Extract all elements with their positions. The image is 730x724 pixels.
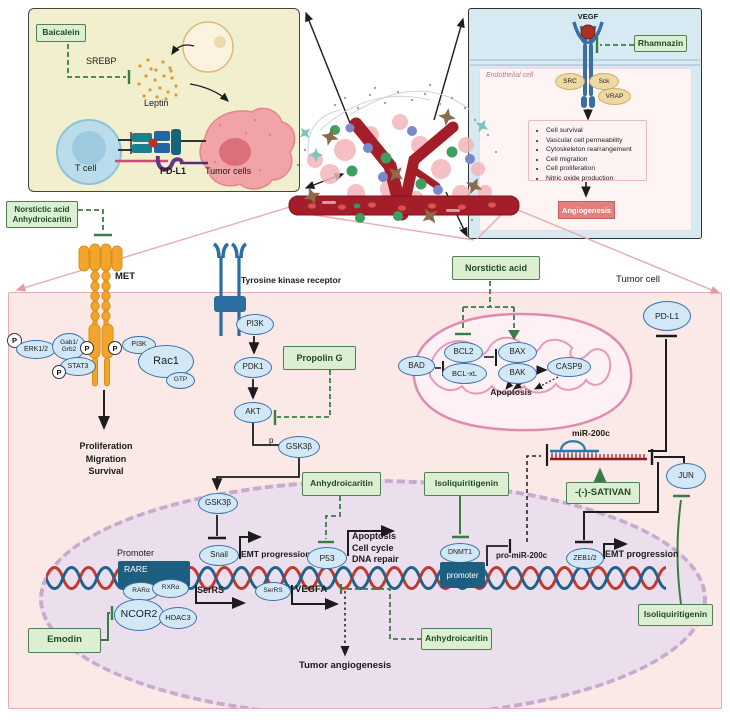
vegf-label: VEGF bbox=[577, 12, 599, 21]
p53-outcome-line: DNA repair bbox=[352, 554, 399, 564]
gsk3b-cyto-oval: GSK3β bbox=[278, 436, 320, 458]
pdl1-synapse-label: PD-L1 bbox=[160, 166, 187, 176]
akt-oval: AKT bbox=[234, 402, 272, 423]
mir200c-label: miR-200c bbox=[572, 428, 610, 438]
pro-mir200c-label: pro-miR-200c bbox=[496, 551, 548, 560]
emodin-box: Emodin bbox=[28, 628, 101, 653]
hdac3-oval: HDAC3 bbox=[159, 607, 197, 629]
t-cell-label: T cell bbox=[75, 163, 97, 173]
p53-oval: P53 bbox=[307, 547, 347, 569]
outcome-line: Migration bbox=[85, 453, 127, 464]
vrap-oval: VRAP bbox=[598, 88, 631, 105]
tumor-cells-label: Tumor cells bbox=[205, 166, 252, 176]
jun-oval: JUN bbox=[666, 463, 706, 489]
rhamnazin-box: Rhamnazin bbox=[634, 35, 687, 52]
met-inhibitor-line2: Anhydroicaritin bbox=[12, 214, 72, 224]
snail-oval: Snail bbox=[199, 545, 239, 566]
outcome-line: Proliferation bbox=[79, 441, 133, 451]
outcome-line: Survival bbox=[88, 466, 124, 476]
tkr-pi3k-oval: PI3K bbox=[236, 314, 274, 335]
isoliquiritigenin-upper-box: Isoliquiritigenin bbox=[424, 472, 509, 496]
gsk3b-nuc-oval: GSK3β bbox=[198, 493, 238, 514]
stat3-oval: STAT3 bbox=[60, 357, 96, 376]
gab-line2: Grb2 bbox=[61, 345, 77, 353]
effect-item: Cell migration bbox=[546, 155, 644, 165]
phospho-circle: P bbox=[52, 365, 66, 379]
bax-oval: BAX bbox=[498, 342, 537, 363]
effect-item: Cytoskeleton rearrangement bbox=[546, 145, 644, 155]
bad-oval: BAD bbox=[398, 356, 435, 376]
casp9-oval: CASP9 bbox=[547, 357, 591, 377]
met-inhibitors-box: Norstictic acid Anhydroicaritin bbox=[6, 201, 78, 228]
apoptosis-label: Apoptosis bbox=[490, 387, 532, 397]
norstictic-mito-box: Norstictic acid bbox=[452, 256, 540, 280]
pdl1-oval: PD-L1 bbox=[643, 301, 691, 331]
promoter-box: promoter bbox=[440, 562, 485, 588]
tkr-label: Tyrosine kinase receptor bbox=[241, 275, 341, 285]
tumor-angiogenesis-label: Tumor angiogenesis bbox=[299, 660, 392, 671]
effect-item: Vascular cell permeability bbox=[546, 136, 644, 146]
gab-line1: Gab1/ bbox=[60, 338, 78, 346]
phospho-circle: P bbox=[108, 341, 122, 355]
p53-outcome-line: Cell cycle bbox=[352, 542, 394, 553]
pdk1-oval: PDK1 bbox=[234, 357, 272, 378]
effect-item: Nitric oxide production bbox=[546, 174, 644, 184]
gtp-oval: GTP bbox=[166, 372, 195, 389]
tumor-cell-label: Tumor cell bbox=[616, 274, 660, 285]
vegfa-label: VEGFA bbox=[295, 584, 328, 595]
p53-outcomes: Apoptosis Cell cycle DNA repair bbox=[352, 531, 416, 566]
met-inhibition-line bbox=[78, 209, 112, 237]
src-oval: SRC bbox=[555, 73, 585, 90]
emt-progression-left-label: EMT progression bbox=[241, 549, 311, 559]
isoliquiritigenin-lower-box: Isoliquiritigenin bbox=[638, 604, 713, 626]
promoter-label: Promoter bbox=[117, 548, 155, 558]
srebp-label: SREBP bbox=[86, 56, 117, 66]
anhydroicaritin-upper-box: Anhydroicaritin bbox=[302, 472, 381, 496]
baicalein-box: Baicalein bbox=[36, 24, 86, 42]
sativan-box: -(-)-SATIVAN bbox=[566, 482, 640, 504]
met-label: MET bbox=[115, 271, 136, 282]
met-inhibitor-line1: Norstictic acid bbox=[14, 205, 70, 215]
ncor2-oval: NCOR2 bbox=[114, 599, 164, 631]
bclxl-oval: BCL-xL bbox=[442, 363, 487, 384]
angiogenesis-box: Angiogenesis bbox=[558, 201, 615, 219]
rxra-oval: RXRα bbox=[152, 579, 189, 598]
leptin-label: Leptin bbox=[144, 98, 169, 108]
propolin-box: Propolin G bbox=[283, 346, 356, 370]
bcl2-oval: BCL2 bbox=[444, 342, 483, 363]
vegf-effects-box: Cell survival Vascular cell permeability… bbox=[528, 120, 647, 184]
effect-item: Cell proliferation bbox=[546, 164, 644, 174]
anhydroicaritin-lower-box: Anhydroicaritin bbox=[421, 628, 492, 650]
overview-connectors bbox=[304, 11, 468, 238]
phospho-circle: P bbox=[80, 341, 94, 355]
met-outcomes: Proliferation Migration Survival bbox=[64, 440, 148, 478]
serrs-oval: SerRS bbox=[255, 582, 291, 601]
dnmt1-oval: DNMT1 bbox=[440, 543, 480, 563]
zeb-oval: ZEB1/2 bbox=[566, 548, 604, 569]
phospho-p-label: p bbox=[269, 436, 274, 445]
serrs-label: SerRS bbox=[197, 585, 225, 595]
p53-outcome-line: Apoptosis bbox=[352, 531, 396, 541]
emt-progression-right-label: EMT progression bbox=[605, 549, 679, 559]
effect-item: Cell survival bbox=[546, 126, 644, 136]
erk-oval: ERK1/2 bbox=[16, 340, 56, 359]
endothelial-cell-label: Endothelial cell bbox=[486, 72, 534, 79]
bak-oval: BAK bbox=[498, 363, 537, 384]
